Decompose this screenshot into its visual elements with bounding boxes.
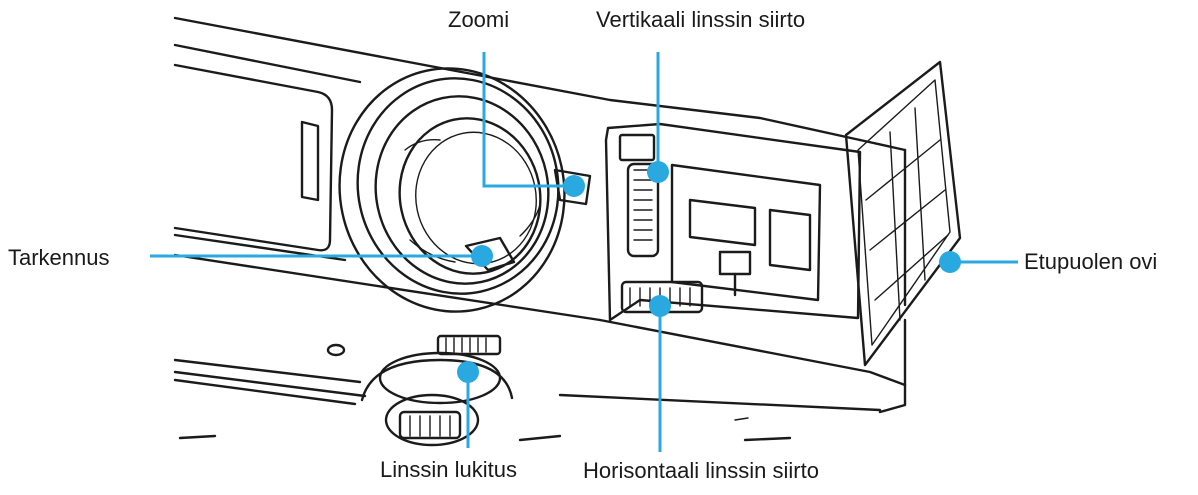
label-front-door: Etupuolen ovi: [1024, 249, 1158, 274]
callout-line-zoom: [482, 52, 574, 188]
label-focus: Tarkennus: [8, 245, 110, 270]
label-vertical-lens-shift: Vertikaali linssin siirto: [596, 7, 806, 32]
callout-dot-horizontal-shift: [649, 295, 671, 317]
callouts: [150, 52, 1018, 452]
label-horizontal-lens-shift: Horisontaali linssin siirto: [583, 458, 819, 483]
lens-shift-compartment: [604, 122, 862, 322]
lens-assembly: [338, 67, 592, 313]
label-zoom: Zoomi: [448, 7, 510, 32]
label-lens-lock: Linssin lukitus: [380, 457, 517, 482]
projector-body: [173, 16, 907, 442]
lens-lock-knob: [360, 334, 514, 447]
callout-dot-lens-lock: [457, 361, 479, 383]
callout-dot-front-door: [939, 251, 961, 273]
callout-dot-vertical-shift: [647, 161, 669, 183]
callout-dot-zoom: [563, 175, 585, 197]
callout-markers: [457, 161, 961, 383]
callout-dot-focus: [471, 245, 493, 267]
front-door: [844, 60, 962, 367]
